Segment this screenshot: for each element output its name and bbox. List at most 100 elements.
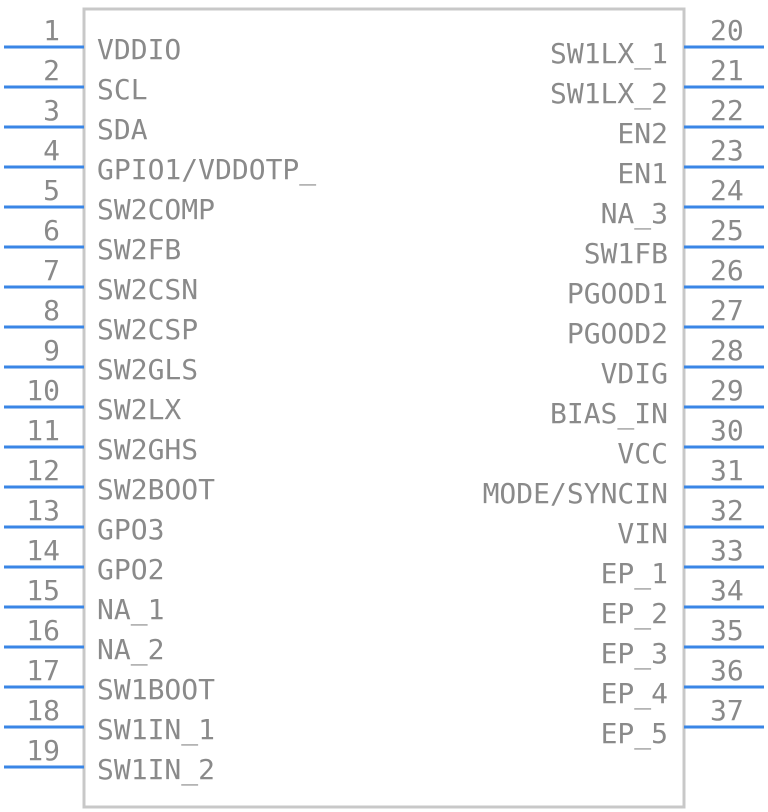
pin-number: 16 bbox=[26, 614, 60, 647]
pin-number: 14 bbox=[26, 534, 60, 567]
pin-number: 3 bbox=[43, 94, 60, 127]
pin-name: GPIO1/VDDOTP_ bbox=[97, 153, 316, 187]
pin-name: SW2FB bbox=[97, 233, 181, 266]
pin-number: 27 bbox=[710, 294, 744, 327]
pin-number: 33 bbox=[710, 534, 744, 567]
pin-number: 24 bbox=[710, 174, 744, 207]
pin-number: 13 bbox=[26, 494, 60, 527]
pin-name: SW2GLS bbox=[97, 353, 198, 386]
pin-name: VDDIO bbox=[97, 33, 181, 66]
pin-name: EN1 bbox=[617, 157, 668, 190]
pin-name: SW2LX bbox=[97, 393, 181, 426]
pin-number: 18 bbox=[26, 694, 60, 727]
pin-name: VIN bbox=[617, 517, 668, 550]
pin-number: 32 bbox=[710, 494, 744, 527]
pin-name: SW1BOOT bbox=[97, 673, 215, 706]
pin-name: SW2COMP bbox=[97, 193, 215, 226]
pin-number: 17 bbox=[26, 654, 60, 687]
pin-number: 9 bbox=[43, 334, 60, 367]
pin-number: 37 bbox=[710, 694, 744, 727]
pin-number: 23 bbox=[710, 134, 744, 167]
pin-name: SW1IN_1 bbox=[97, 713, 215, 747]
pin-number: 7 bbox=[43, 254, 60, 287]
pin-number: 20 bbox=[710, 14, 744, 47]
pin-number: 22 bbox=[710, 94, 744, 127]
pin-number: 31 bbox=[710, 454, 744, 487]
pin-number: 25 bbox=[710, 214, 744, 247]
pin-name: PGOOD2 bbox=[567, 317, 668, 350]
pin-number: 6 bbox=[43, 214, 60, 247]
pin-name: GPO2 bbox=[97, 553, 164, 586]
pin-name: EP_2 bbox=[601, 597, 668, 631]
pin-name: BIAS_IN bbox=[550, 397, 668, 431]
pin-number: 11 bbox=[26, 414, 60, 447]
pin-name: SW1LX_1 bbox=[550, 37, 668, 71]
ic-body-outline bbox=[82, 7, 686, 809]
pin-number: 15 bbox=[26, 574, 60, 607]
right-pins: 20SW1LX_121SW1LX_222EN223EN124NA_325SW1F… bbox=[483, 14, 764, 751]
pin-number: 34 bbox=[710, 574, 744, 607]
pin-name: NA_3 bbox=[601, 197, 668, 231]
pin-number: 21 bbox=[710, 54, 744, 87]
pin-name: GPO3 bbox=[97, 513, 164, 546]
pin-name: SW2BOOT bbox=[97, 473, 215, 506]
pin-name: EP_5 bbox=[601, 717, 668, 751]
pin-name: SW2GHS bbox=[97, 433, 198, 466]
left-pins: 1VDDIO2SCL3SDA4GPIO1/VDDOTP_5SW2COMP6SW2… bbox=[4, 14, 316, 787]
pin-name: VDIG bbox=[601, 357, 668, 390]
pin-name: NA_1 bbox=[97, 593, 164, 627]
pin-number: 28 bbox=[710, 334, 744, 367]
pin-number: 36 bbox=[710, 654, 744, 687]
pin-number: 35 bbox=[710, 614, 744, 647]
pin-number: 29 bbox=[710, 374, 744, 407]
pin-name: SW1FB bbox=[584, 237, 668, 270]
pin-name: SW1IN_2 bbox=[97, 753, 215, 787]
pin-number: 12 bbox=[26, 454, 60, 487]
pin-name: NA_2 bbox=[97, 633, 164, 667]
pin-name: SW2CSP bbox=[97, 313, 198, 346]
pin-name: SW1LX_2 bbox=[550, 77, 668, 111]
pin-name: MODE/SYNCIN bbox=[483, 477, 668, 510]
pin-number: 8 bbox=[43, 294, 60, 327]
pin-name: EP_4 bbox=[601, 677, 668, 711]
pin-name: SCL bbox=[97, 73, 148, 106]
pin-number: 2 bbox=[43, 54, 60, 87]
pin-name: EN2 bbox=[617, 117, 668, 150]
pin-name: EP_3 bbox=[601, 637, 668, 671]
pin-number: 1 bbox=[43, 14, 60, 47]
pin-number: 26 bbox=[710, 254, 744, 287]
